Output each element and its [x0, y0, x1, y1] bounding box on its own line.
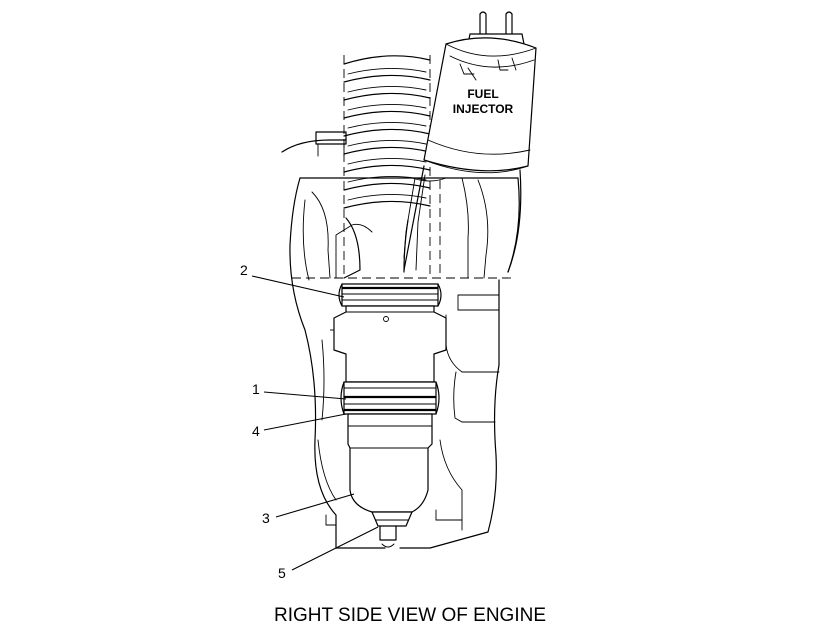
leader-lines	[251, 275, 379, 571]
callout-3: 3	[262, 510, 270, 526]
leader-5	[291, 526, 379, 571]
fuel-injector-solenoid: FUEL INJECTOR	[403, 11, 537, 273]
injector-label-line-1: FUEL	[467, 87, 498, 101]
callout-1: 1	[252, 381, 260, 397]
injector-label-line-2: INJECTOR	[453, 102, 514, 116]
leader-4	[263, 413, 347, 431]
leader-2	[251, 275, 345, 298]
injector-body	[292, 277, 512, 548]
cylinder-head-outline	[289, 174, 520, 549]
valve-spring	[343, 55, 431, 279]
leader-1	[263, 391, 347, 400]
callout-4: 4	[252, 423, 260, 439]
leader-3	[275, 493, 355, 518]
rocker-bracket	[281, 131, 347, 157]
figure-caption: RIGHT SIDE VIEW OF ENGINE	[273, 605, 546, 626]
callout-5: 5	[278, 565, 286, 581]
callout-2: 2	[240, 262, 248, 278]
